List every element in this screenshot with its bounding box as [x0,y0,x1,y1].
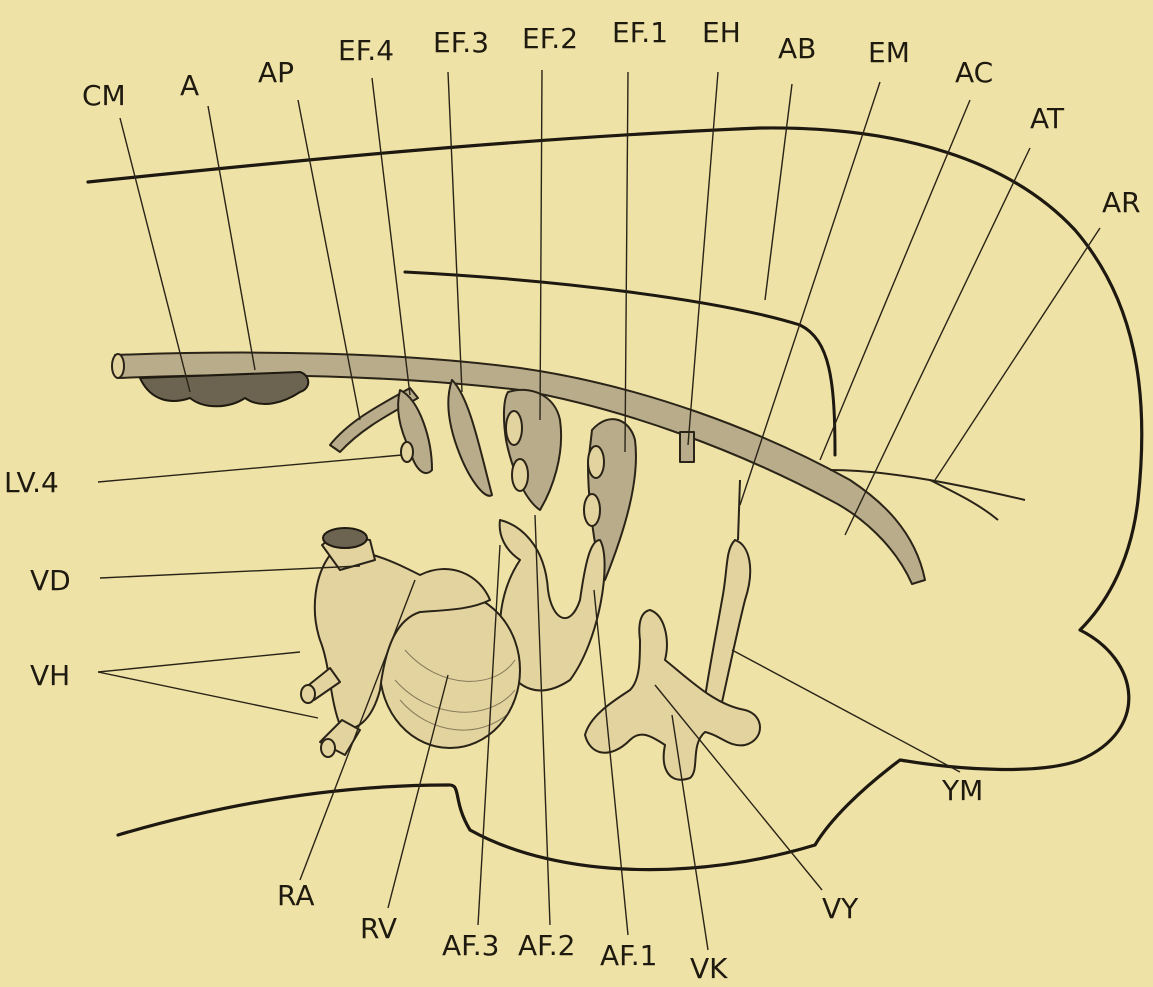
aorta-end [112,354,124,378]
vitelline-vein-ym [702,540,750,720]
opening-lv4 [401,442,413,462]
label-af1: AF.1 [600,939,657,972]
label-vk: VK [690,952,728,985]
label-af3: AF.3 [442,929,499,962]
label-ef4: EF.4 [338,34,394,67]
label-vd: VD [30,564,71,597]
opening-af1 [584,494,600,526]
label-lv4: LV.4 [4,466,59,499]
label-cm: CM [82,79,126,112]
vessel-vh-lower-end [321,739,335,757]
label-em: EM [868,36,910,69]
gill-ef3 [448,380,492,496]
label-at: AT [1030,102,1065,135]
segment-mass-cm [140,372,308,406]
label-ef3: EF.3 [433,26,489,59]
label-af2: AF.2 [518,929,575,962]
label-ef2: EF.2 [522,22,578,55]
label-a: A [180,69,199,102]
vessel-vd-lumen [323,528,367,548]
opening-ef2 [506,411,522,445]
label-eh: EH [702,16,741,49]
label-ym: YM [941,774,983,807]
label-ef1: EF.1 [612,16,668,49]
label-vy: VY [822,892,859,925]
embryo-ventral-outline [118,785,448,835]
label-ar: AR [1102,186,1141,219]
vitelline-stem [738,480,740,540]
label-ap: AP [258,56,294,89]
label-ra: RA [277,879,314,912]
vessel-eh [680,432,694,462]
label-vh: VH [30,659,70,692]
label-ab: AB [778,32,816,65]
opening-af3 [512,459,528,491]
vessel-vh-upper-end [301,685,315,703]
label-rv: RV [360,912,397,945]
gill-ef2 [504,390,561,510]
opening-ef1 [588,446,604,478]
label-ac: AC [955,56,993,89]
